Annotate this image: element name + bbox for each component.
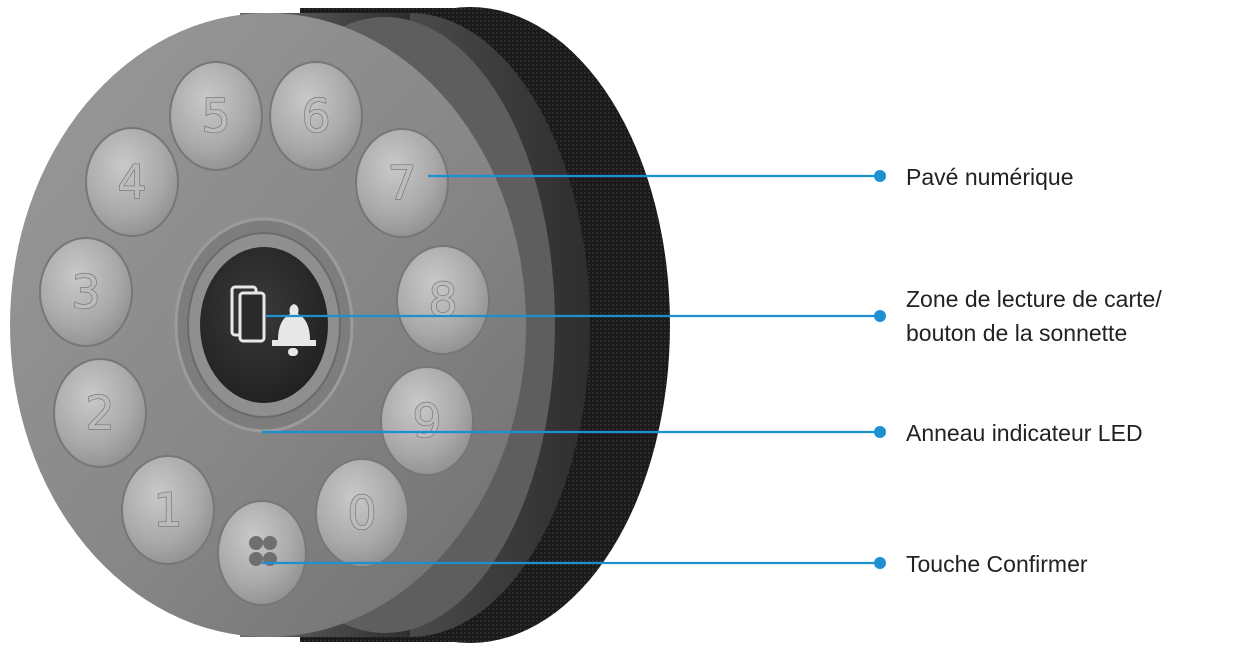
callout-lines — [262, 174, 880, 565]
svg-text:2: 2 — [85, 386, 114, 440]
svg-text:9: 9 — [412, 394, 441, 448]
callout-dots — [874, 170, 886, 569]
svg-text:8: 8 — [428, 273, 457, 327]
svg-text:5: 5 — [201, 89, 230, 143]
key-9[interactable]: 9 — [380, 366, 474, 476]
svg-text:0: 0 — [347, 486, 376, 540]
callout-label-confirm: Touche Confirmer — [906, 551, 1088, 577]
svg-text:6: 6 — [301, 89, 330, 143]
callout-line-2: bouton de la sonnette — [906, 320, 1128, 346]
card-bell-icon — [230, 285, 316, 356]
key-0[interactable]: 0 — [315, 458, 409, 568]
key-2[interactable]: 2 — [53, 358, 147, 468]
callout-dot-led-ring — [874, 426, 886, 438]
key-6[interactable]: 6 — [269, 61, 363, 171]
svg-text:7: 7 — [387, 156, 416, 210]
number-keypad: 5 6 4 7 3 8 2 9 — [39, 61, 490, 568]
callout-label-card-reader: Zone de lecture de carte/ bouton de la s… — [906, 282, 1162, 350]
key-4[interactable]: 4 — [85, 127, 179, 237]
callout-dot-keypad — [874, 170, 886, 182]
callout-dot-confirm — [874, 557, 886, 569]
svg-text:3: 3 — [71, 265, 100, 319]
confirm-key[interactable] — [217, 500, 307, 606]
callout-label-keypad: Pavé numérique — [906, 164, 1074, 190]
key-5[interactable]: 5 — [169, 61, 263, 171]
svg-text:1: 1 — [153, 483, 182, 537]
callout-line-1: Zone de lecture de carte/ — [906, 286, 1162, 312]
callout-dot-card-reader — [874, 310, 886, 322]
key-7[interactable]: 7 — [355, 128, 449, 238]
svg-text:4: 4 — [117, 155, 146, 209]
key-3[interactable]: 3 — [39, 237, 133, 347]
callout-label-led-ring: Anneau indicateur LED — [906, 420, 1143, 446]
key-1[interactable]: 1 — [121, 455, 215, 565]
card-reader-doorbell-button[interactable] — [200, 247, 328, 403]
key-8[interactable]: 8 — [396, 245, 490, 355]
